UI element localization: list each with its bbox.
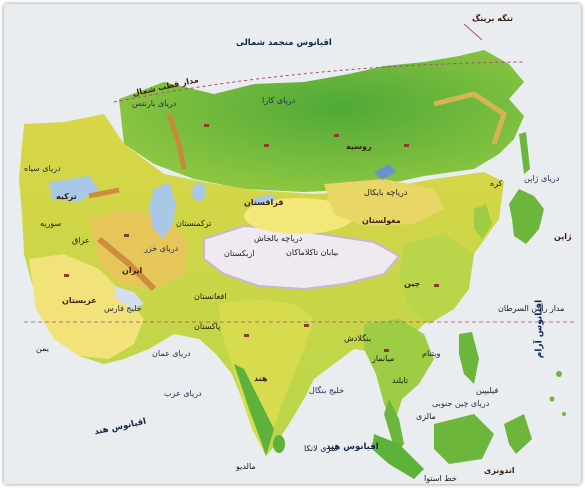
caspian-sea-label: دریای خزر	[144, 244, 179, 253]
afghanistan-label: افغانستان	[194, 292, 227, 301]
indochina	[364, 319, 434, 424]
indonesia-label: اندونزی	[484, 466, 515, 475]
oman-sea-label: دریای عمان	[152, 349, 191, 358]
borneo	[434, 414, 494, 464]
sumatra	[372, 434, 424, 479]
bangladesh-label: بنگلادش	[344, 334, 372, 343]
caspian-sea	[149, 182, 176, 239]
sea-of-japan-label: دریای ژاپن	[524, 174, 560, 183]
indian-coast-green	[234, 364, 274, 456]
map-frame: اقیانوس منجمد شمالی تنگه برینگ مدار قطب …	[4, 4, 581, 484]
pacific-island	[549, 396, 555, 402]
lake-baikal-label: دریاچه بایکال	[364, 188, 408, 197]
myanmar-label: میانمار	[372, 354, 395, 363]
zagros-mountains	[97, 236, 157, 292]
barents-sea-label: دریای بارنتس	[132, 99, 177, 108]
turkmenistan-label: ترکمنستان	[176, 219, 212, 228]
northern-landmass	[119, 50, 524, 192]
lake-baikal	[374, 164, 396, 180]
pakistan-label: پاکستان	[194, 322, 221, 331]
aral-sea	[192, 183, 206, 201]
sri-lanka	[273, 435, 285, 453]
asia-physical-map	[19, 23, 574, 479]
arctic-ocean-label: اقیانوس منجمد شمالی	[236, 38, 332, 48]
persian-gulf-label: خلیج فارس	[104, 304, 142, 313]
black-sea	[49, 176, 99, 202]
lake-balkhash-label: دریاچه بالخاش	[254, 234, 303, 243]
siberian-uplands	[433, 91, 507, 145]
philippines	[459, 332, 479, 384]
china-label: چین	[404, 279, 421, 288]
black-sea-label: دریای سیاه	[24, 164, 61, 173]
saudi-arabia-label: عربستان	[62, 296, 97, 305]
malay-peninsula	[384, 399, 404, 454]
indian-subcontinent	[219, 299, 314, 452]
iran-label: ایران	[122, 266, 143, 275]
ural-mountains	[166, 113, 187, 170]
persian-gulf	[114, 286, 144, 309]
east-china-lowland	[399, 234, 474, 324]
bay-of-bengal-label: خلیج بنگال	[309, 386, 345, 395]
arctic-circle-line	[113, 61, 525, 103]
malaysia-label: مالزی	[416, 412, 436, 421]
thailand-label: تایلند	[392, 376, 409, 385]
russia-label: روسیه	[346, 142, 372, 151]
vietnam-label: ویتنام	[422, 349, 441, 358]
bering-line	[463, 23, 483, 41]
equator-label: خط استوا	[424, 474, 457, 483]
yemen-label: یمن	[36, 344, 49, 353]
kara-sea-label: دریای کارا	[262, 96, 296, 105]
tropic-label: مدار رأس السرطان	[498, 304, 565, 313]
pacific-island	[562, 412, 566, 416]
mongolian-plateau	[324, 179, 444, 226]
pacific-island	[556, 371, 562, 377]
kazakhstan-label: قزاقستان	[244, 198, 284, 207]
turkey-label: ترکیه	[56, 192, 77, 201]
south-china-sea-label: دریای چین جنوبی	[432, 399, 490, 408]
philippines-label: فیلیپین	[476, 386, 499, 395]
indian-ocean-south-label: اقیانوس هند	[326, 442, 379, 452]
arabian-sea-label: دریای عرب	[164, 389, 202, 398]
korea-label: کره	[490, 179, 503, 188]
iraq-label: عراق	[72, 236, 90, 245]
japan-islands	[509, 189, 544, 244]
sakhalin	[519, 132, 530, 174]
caucasus-mountains	[88, 187, 120, 199]
taklamakan-label: بیابان تاکلاماکان	[286, 248, 339, 257]
lake-balkhash	[252, 194, 276, 205]
bering-strait-label: تنگه برینگ	[472, 14, 513, 23]
japan-label: ژاپن	[554, 232, 572, 241]
maldives-label: مالدیو	[236, 462, 256, 471]
uzbekistan-label: ازبکستان	[224, 249, 255, 258]
syria-label: سوریه	[40, 219, 62, 228]
sri-lanka-label: سری لانکا	[304, 444, 338, 453]
arabian-peninsula	[29, 254, 144, 359]
mongolia-label: مغولستان	[362, 216, 401, 225]
sulawesi	[504, 414, 532, 454]
india-label: هند	[254, 374, 268, 383]
korean-peninsula	[474, 204, 492, 239]
taklamakan-desert	[244, 198, 354, 234]
settlement-marks	[64, 124, 439, 352]
